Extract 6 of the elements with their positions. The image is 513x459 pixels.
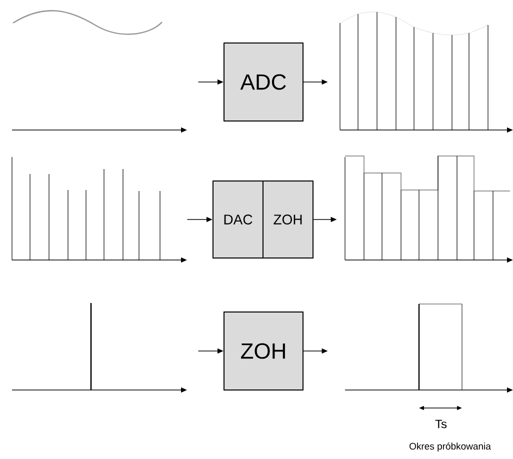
block-box: ZOH	[224, 312, 304, 390]
period-label: Ts	[435, 420, 447, 428]
block-box: ADC	[224, 42, 304, 122]
caption-text: Okres próbkowania	[410, 442, 491, 452]
block-box: DAC	[212, 180, 264, 258]
block-box: ZOH	[262, 180, 314, 258]
